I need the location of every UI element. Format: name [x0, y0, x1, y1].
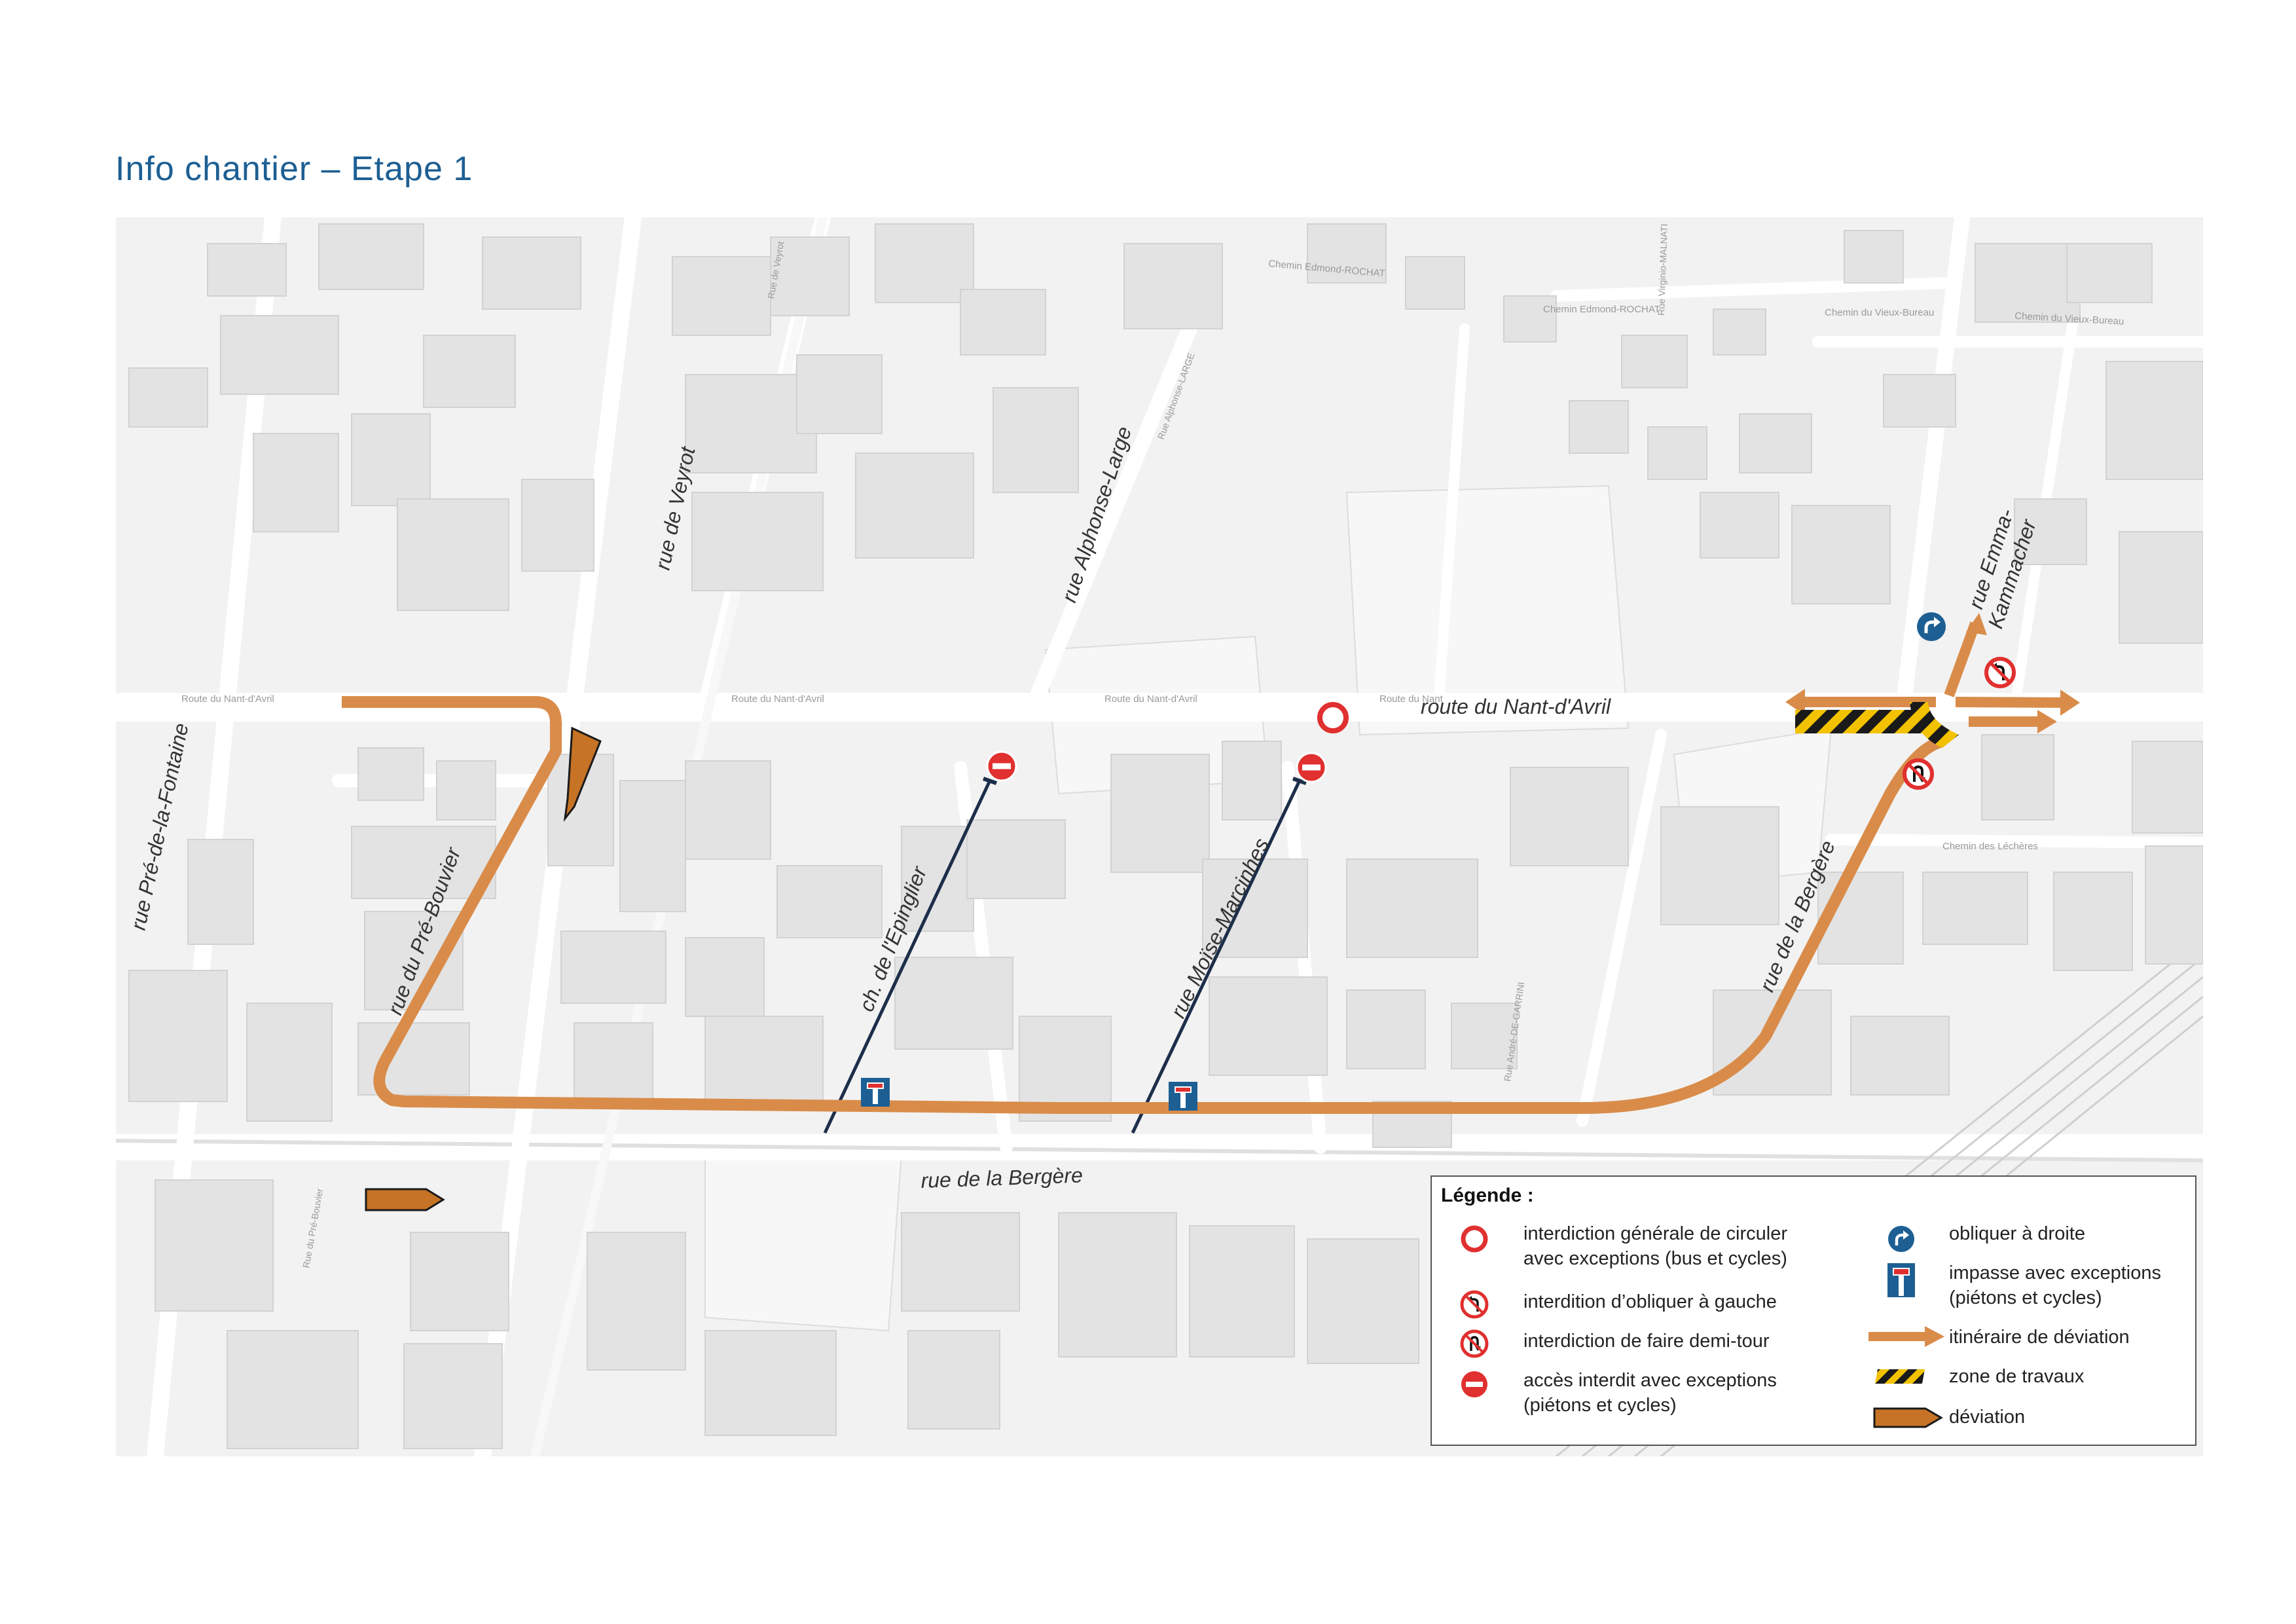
legend-no-uturn: interdiction de faire demi-tour	[1523, 1331, 1770, 1352]
closed-line-moise	[1131, 779, 1302, 1134]
label-bergere-bottom: rue de la Bergère	[920, 1163, 1083, 1192]
closed-street-lines	[823, 777, 1307, 1134]
label-nant-davril: route du Nant-d'Avril	[1421, 695, 1611, 718]
no-entry-sign-icon	[1461, 1371, 1487, 1397]
legend: Légende : interdiction générale de circu…	[1430, 1175, 2196, 1446]
no-u-turn-sign-icon	[1904, 760, 1932, 788]
legend-no-traffic-2: avec exceptions (bus et cycles)	[1523, 1248, 1787, 1269]
legend-works-zone: zone de travaux	[1949, 1366, 2085, 1387]
bg-label-rochat-2: Chemin Edmond-ROCHAT	[1543, 304, 1660, 315]
bg-label-nant-4: Route du Nant	[1379, 693, 1444, 705]
legend-deviation: déviation	[1949, 1407, 2026, 1428]
legend-no-left: interdition d’obliquer à gauche	[1523, 1291, 1777, 1312]
detour-arrow-icon	[1868, 1326, 1944, 1347]
bg-label-lechere: Chemin des Léchères	[1942, 841, 2038, 852]
turn-right-sign-icon	[1917, 612, 1946, 641]
dead-end-sign-icon	[1168, 1081, 1198, 1111]
turn-right-sign-icon	[1888, 1226, 1914, 1252]
deviation-arrow-icon	[1873, 1407, 1943, 1428]
legend-dead-end-1: impasse avec exceptions	[1949, 1263, 2161, 1283]
legend-no-traffic-1: interdiction générale de circuler	[1523, 1223, 1787, 1244]
no-left-turn-sign-icon	[1460, 1290, 1489, 1319]
no-left-turn-sign-icon	[1986, 659, 2014, 686]
legend-title: Légende :	[1441, 1185, 1534, 1206]
legend-dead-end-2: (piétons et cycles)	[1949, 1287, 2102, 1308]
bg-label-nant-2: Route du Nant-d'Avril	[731, 693, 824, 705]
page-title: Info chantier – Etape 1	[115, 150, 473, 188]
detour-arrowheads	[1785, 613, 2080, 733]
works-zone-icon	[1875, 1369, 1925, 1384]
no-traffic-sign-icon	[1461, 1225, 1488, 1253]
bg-label-nant-3: Route du Nant-d'Avril	[1104, 693, 1197, 705]
no-entry-sign-icon	[1296, 752, 1327, 783]
legend-detour-route: itinéraire de déviation	[1949, 1327, 2130, 1348]
legend-no-entry-1: accès interdit avec exceptions	[1523, 1370, 1777, 1391]
bg-label-virginio: Rue Virginio-MALNATI	[1656, 223, 1669, 316]
map[interactable]: Route du Nant-d'Avril Route du Nant-d'Av…	[116, 217, 2203, 1456]
dead-end-sign-icon	[1887, 1263, 1915, 1297]
closed-line-epinglier	[823, 779, 992, 1134]
legend-turn-right: obliquer à droite	[1949, 1223, 2085, 1244]
buildings	[128, 223, 2203, 1449]
deviation-arrow-icon	[365, 726, 602, 1211]
dead-end-sign-icon	[860, 1077, 890, 1107]
works-zone	[1795, 702, 1959, 748]
bg-label-nant-1: Route du Nant-d'Avril	[181, 693, 274, 705]
legend-no-entry-2: (piétons et cycles)	[1523, 1395, 1677, 1416]
no-u-turn-sign-icon	[1460, 1329, 1489, 1358]
bg-label-vieux-bureau-1: Chemin du Vieux-Bureau	[1825, 307, 1934, 318]
no-traffic-sign-icon	[1320, 705, 1346, 731]
no-entry-sign-icon	[986, 750, 1017, 782]
